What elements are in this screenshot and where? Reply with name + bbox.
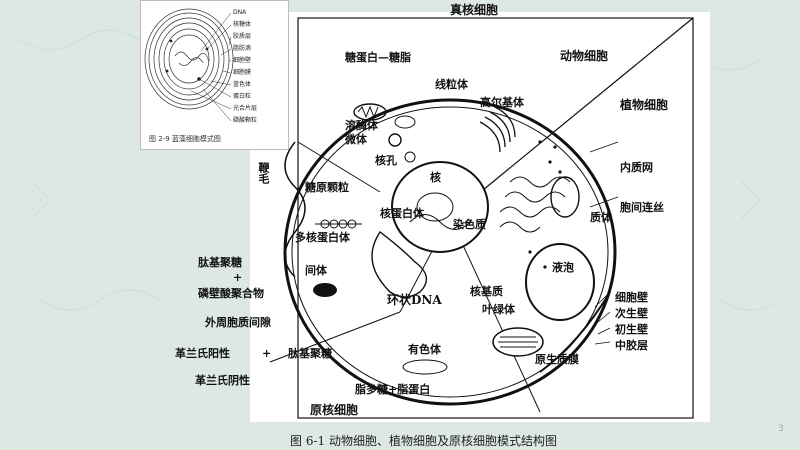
label-prokaryote: 原核细胞: [310, 403, 359, 417]
label-peptidoglycan: 肽基聚糖: [198, 256, 242, 269]
label-circular-dna: 环状DNA: [387, 293, 442, 307]
label-mitochondria: 线粒体: [435, 78, 468, 91]
label-er: 内质网: [620, 161, 653, 174]
label-chromatin: 染色质: [453, 218, 486, 231]
inset-label-3: 胶质层: [233, 33, 252, 40]
label-cell-wall: 细胞壁: [615, 291, 648, 304]
label-polysome: 多核蛋白体: [295, 231, 350, 244]
label-gram-negative: 革兰氏阴性: [195, 374, 250, 387]
label-eukaryote: 真核细胞: [450, 3, 499, 17]
label-peptidoglycan-2: 肽基聚糖: [288, 347, 332, 360]
label-vacuole: 液泡: [552, 261, 574, 274]
inset-label-6: 细胞膜: [233, 69, 252, 76]
label-lps: 脂多糖+脂蛋白: [355, 383, 431, 396]
label-microbody: 微体: [345, 133, 367, 146]
cell-diagram-drawing: [250, 12, 710, 422]
golgi-shape: [479, 106, 516, 153]
circular-dna-shape: [371, 230, 428, 298]
inset-label-9: 光合片层: [233, 105, 258, 112]
label-mesosome: 间体: [305, 264, 327, 277]
inset-label-10: 磷酸颗粒: [233, 117, 258, 124]
nucleus-shape: [391, 161, 489, 253]
label-chromatophore: 有色体: [408, 343, 441, 356]
label-nucleus: 核: [430, 171, 441, 184]
inset-caption: 图 2-9 蓝藻细胞模式图: [149, 135, 221, 143]
label-glycogen: 糖原颗粒: [305, 181, 349, 194]
label-teichoic-acid: 磷壁酸聚合物: [198, 287, 264, 300]
label-nuclear-pore: 核孔: [375, 154, 397, 167]
label-glycoprotein: 糖蛋白—糖脂: [345, 51, 411, 64]
vacuole-shape: [525, 243, 595, 321]
er-shape: [499, 176, 571, 233]
label-plus-1: +: [233, 271, 243, 284]
flagellum: [284, 141, 306, 278]
inset-label-8: 蛋白粒: [233, 93, 252, 100]
label-periplasm: 外周胞质间隙: [205, 316, 271, 329]
label-nucleolus: 核蛋白体: [380, 207, 424, 220]
label-primary-wall: 初生壁: [615, 323, 648, 336]
inset-label-7: 蓝色体: [233, 81, 252, 88]
slide-number: 3: [778, 424, 784, 434]
cell-diagram: 真核细胞 动物细胞 植物细胞 原核细胞 糖蛋白—糖脂 线粒体 高尔基体 溶酶体 …: [175, 4, 710, 422]
inset-label-5: 细胞壁: [233, 57, 252, 64]
inset-label-1: DNA: [233, 9, 247, 16]
label-secondary-wall: 次生壁: [615, 307, 648, 320]
label-middle-lamella: 中胶层: [615, 339, 648, 352]
frame: [297, 17, 694, 419]
inset-label-4: 脂肪滴: [233, 45, 252, 52]
label-plastid: 质体: [590, 211, 612, 224]
label-lysosome: 溶酶体: [345, 119, 378, 132]
figure-caption: 图 6-1 动物细胞、植物细胞及原核细胞模式结构图: [290, 434, 557, 448]
label-animal-cell: 动物细胞: [560, 49, 609, 63]
label-nucleoplasm: 核基质: [470, 285, 503, 298]
inset-cyanobacteria-figure: DNA 核糖体 胶质层 脂肪滴 细胞壁 细胞膜 蓝色体 蛋白粒 光合片层 磷酸颗…: [140, 0, 289, 150]
label-golgi: 高尔基体: [480, 96, 524, 109]
label-protoplast-membrane: 原生质膜: [535, 353, 579, 366]
inset-label-2: 核糖体: [233, 21, 252, 28]
label-plasmodesma: 胞间连丝: [620, 201, 664, 214]
label-chloroplast: 叶绿体: [482, 303, 515, 316]
label-plus-2: +: [262, 347, 272, 360]
label-gram-positive: 革兰氏阳性: [175, 347, 230, 360]
cyanobacteria-drawing: [144, 8, 234, 122]
label-plant-cell: 植物细胞: [620, 98, 669, 112]
label-flagellum: 鞭毛: [257, 162, 270, 184]
